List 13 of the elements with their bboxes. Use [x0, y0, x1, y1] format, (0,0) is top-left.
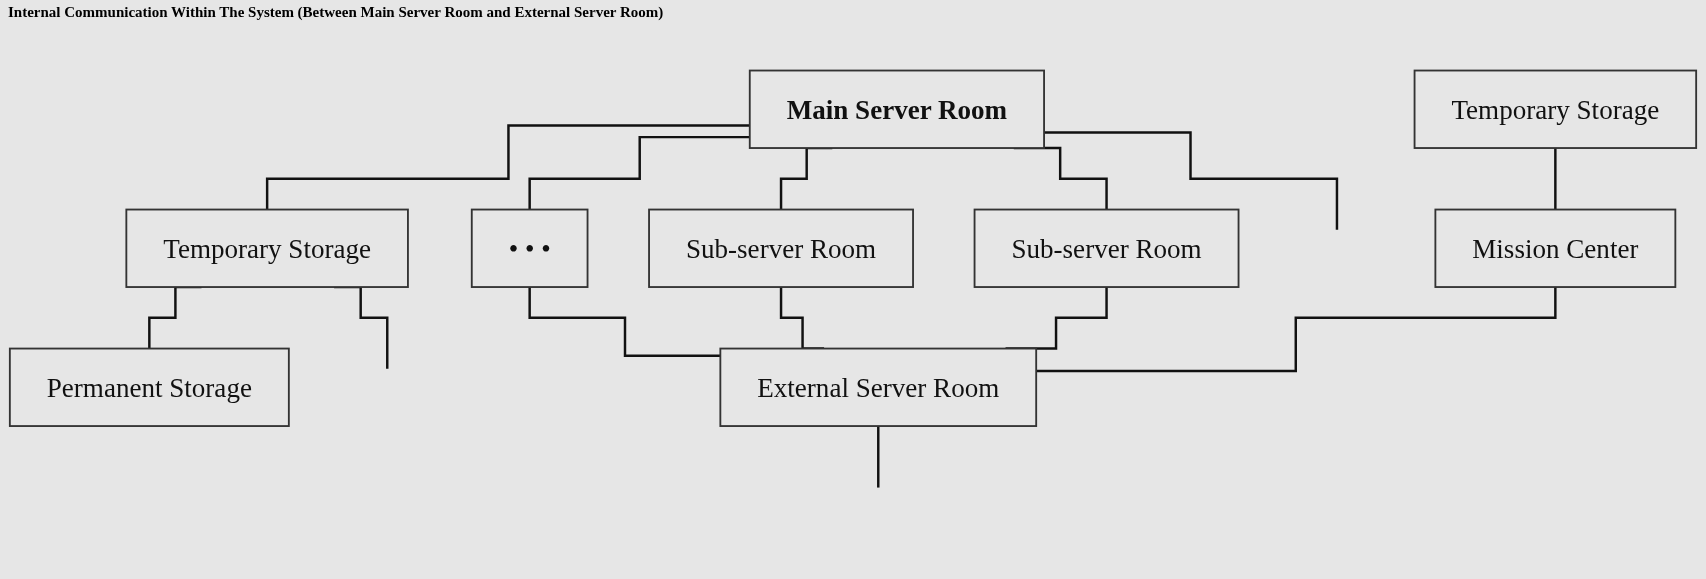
node-box: Permanent Storage: [8, 347, 290, 427]
connector: [265, 124, 750, 211]
node-box: Temporary Storage: [1413, 69, 1698, 149]
connector: [1044, 131, 1339, 232]
node-box: • • •: [470, 208, 589, 288]
node-box: Temporary Storage: [125, 208, 409, 288]
node-box: External Server Room: [719, 347, 1038, 427]
diagram-title: Internal Communication Within The System (Between Main Server Room and External Server Room): [7, 3, 665, 22]
node-box: Main Server Room: [748, 69, 1045, 149]
node-box: Sub-server Room: [973, 208, 1240, 288]
node-box: Sub-server Room: [648, 208, 914, 288]
node-box: Mission Center: [1434, 208, 1677, 288]
connector: [528, 135, 750, 211]
